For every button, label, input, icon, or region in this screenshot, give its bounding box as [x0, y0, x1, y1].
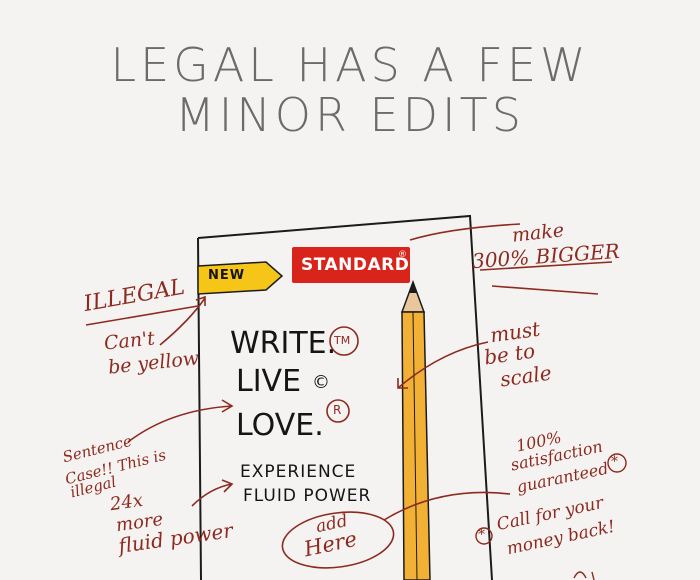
- new-badge-label: NEW: [208, 268, 246, 283]
- add-here-oval: [281, 511, 395, 569]
- tm-circle: [329, 326, 359, 356]
- note-call-star: *: [478, 527, 485, 543]
- brand-name: STANDARD: [301, 255, 410, 275]
- arrow-cant-yellow: [159, 295, 206, 346]
- new-badge: [197, 261, 284, 295]
- brand-label: [292, 247, 410, 283]
- title-line-2: MINOR EDITS: [175, 88, 525, 142]
- call-star-circle: [475, 527, 493, 545]
- arrow-must-scale: [397, 341, 489, 389]
- arrow-make-bigger: [409, 223, 521, 241]
- slogan-live: LIVE: [236, 364, 302, 399]
- trademark-mark: TM: [334, 334, 351, 347]
- slogan-write: WRITE.: [230, 326, 337, 361]
- arrow-fluid-power: [191, 479, 234, 507]
- pencil: [400, 279, 431, 580]
- arrow-sentence-case: [127, 399, 234, 443]
- slogan-love: LOVE.: [236, 408, 324, 443]
- registered-mark: R: [333, 403, 342, 417]
- copyright-mark: ©: [312, 372, 330, 393]
- note-sat-star: *: [611, 454, 618, 470]
- note-fluid-1: 24x: [108, 489, 145, 516]
- note-make-1: make: [510, 219, 566, 247]
- package-outline: [197, 214, 493, 580]
- bigger-underline-2: [491, 285, 599, 295]
- title-line-1: LEGAL HAS A FEW: [110, 38, 590, 92]
- bottom-scribble: [573, 571, 595, 580]
- brand-registered-mark: ®: [398, 250, 407, 260]
- tagline-fluid-power: FLUID POWER: [243, 486, 372, 506]
- tagline-experience: EXPERIENCE: [240, 462, 357, 482]
- note-must-3: scale: [498, 360, 554, 392]
- bigger-underline-1: [479, 261, 613, 271]
- r-circle: [326, 399, 350, 423]
- note-cant-1: Can't: [102, 327, 156, 355]
- illegal-underline: [85, 305, 199, 326]
- line-satisfaction: [383, 491, 511, 521]
- sat-star-circle: [607, 453, 627, 473]
